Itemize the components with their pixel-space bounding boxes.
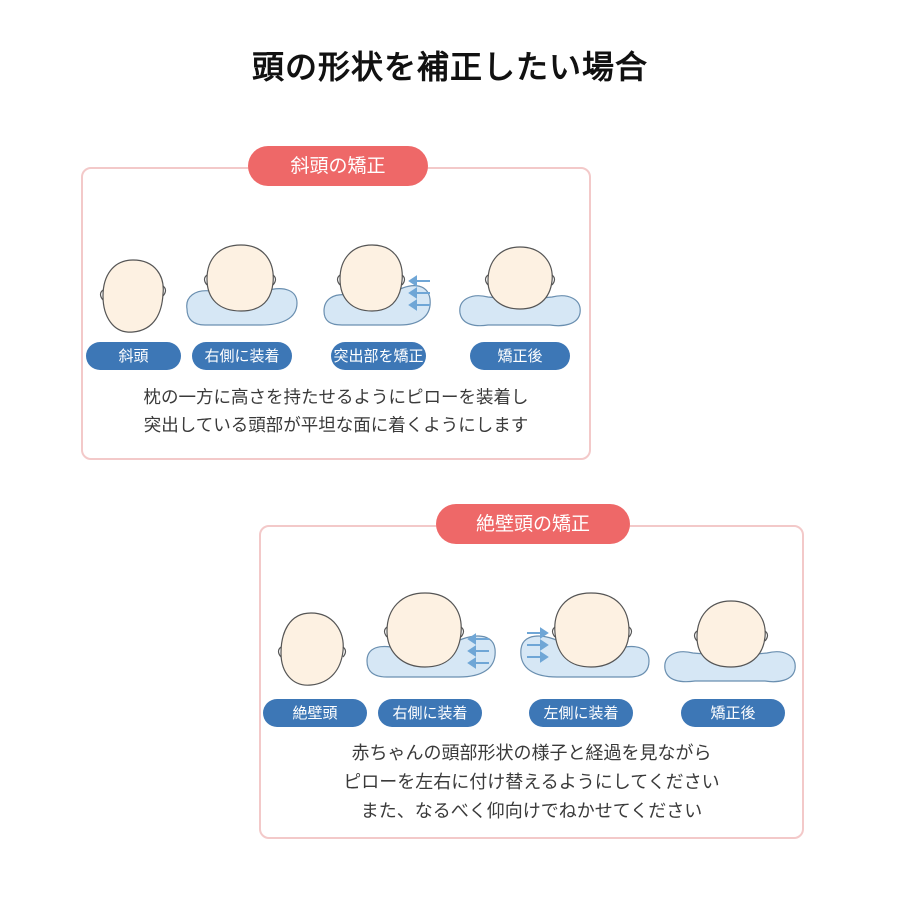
step-label-1: 絶壁頭 bbox=[263, 699, 367, 727]
head-corrected-illustration bbox=[664, 600, 796, 683]
head-plain-illustration bbox=[99, 259, 167, 333]
head-pillow-right-illustration bbox=[366, 592, 496, 678]
head-pillow-left-illustration bbox=[520, 592, 650, 678]
section-plagiocephaly: 斜頭の矯正 斜頭 右側に装着 突出部を矯正 矯正後 枕の一方に高さを持たせ bbox=[81, 146, 591, 460]
caption-line: また、なるべく仰向けでねかせてください bbox=[360, 801, 703, 822]
page-title: 頭の形状を補正したい場合 bbox=[251, 48, 648, 86]
step-label-2: 右側に装着 bbox=[192, 342, 292, 370]
caption-line: ピローを左右に付け替えるようにしてください bbox=[343, 772, 720, 793]
head-correction-arrows-illustration bbox=[323, 244, 431, 326]
flat-head-illustration bbox=[277, 612, 347, 686]
caption-line: 赤ちゃんの頭部形状の様子と経過を見ながら bbox=[351, 743, 712, 764]
step-label-4: 矯正後 bbox=[470, 342, 570, 370]
caption-line: 突出している頭部が平坦な面に着くようにします bbox=[143, 416, 529, 436]
section-caption: 枕の一方に高さを持たせるようにピローを装着し 突出している頭部が平坦な面に着くよ… bbox=[83, 384, 589, 440]
caption-line: 枕の一方に高さを持たせるようにピローを装着し bbox=[143, 388, 529, 408]
step-label-2: 右側に装着 bbox=[378, 699, 482, 727]
step-label-4: 矯正後 bbox=[681, 699, 785, 727]
section-flat-head: 絶壁頭の矯正 絶壁頭 右側に装着 bbox=[259, 504, 804, 839]
section-tag: 絶壁頭の矯正 bbox=[436, 504, 630, 544]
step-label-3: 突出部を矯正 bbox=[331, 342, 426, 370]
step-label-3: 左側に装着 bbox=[529, 699, 633, 727]
step-label-1: 斜頭 bbox=[86, 342, 181, 370]
head-on-pillow-illustration bbox=[186, 244, 298, 326]
section-caption: 赤ちゃんの頭部形状の様子と経過を見ながら ピローを左右に付け替えるようにしてくだ… bbox=[261, 739, 802, 826]
head-corrected-illustration bbox=[459, 246, 581, 327]
section-tag: 斜頭の矯正 bbox=[248, 146, 428, 186]
